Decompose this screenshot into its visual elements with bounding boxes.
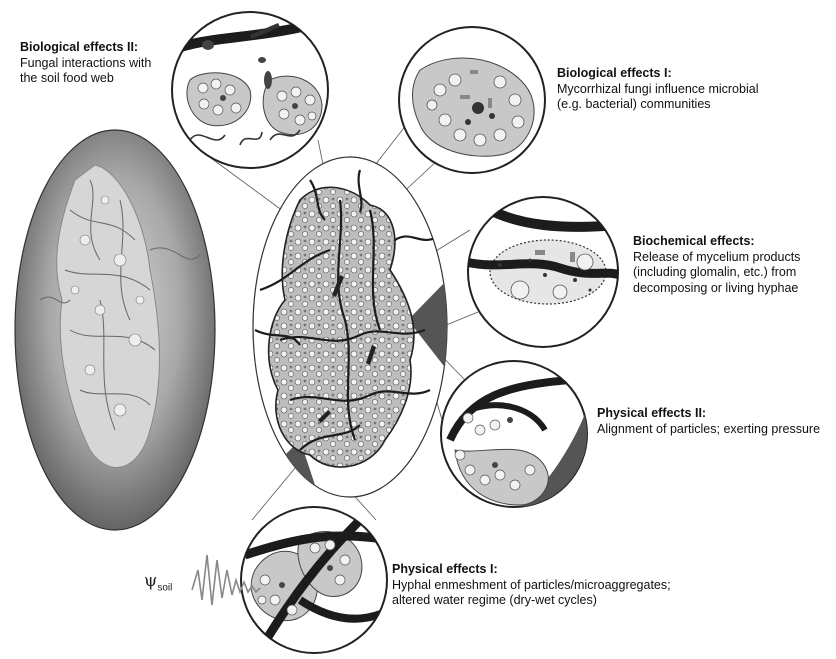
phys2-desc: Alignment of particles; exerting pressur… xyxy=(597,422,833,438)
biochem-desc: Release of mycelium products (including … xyxy=(633,250,833,297)
phys2-circle xyxy=(441,361,600,520)
phys2-title: Physical effects II: xyxy=(597,406,833,422)
phys1-circle xyxy=(241,507,390,653)
label-bio2: Biological effects II: Fungal interactio… xyxy=(20,40,200,87)
biochem-circle xyxy=(466,197,620,347)
psi-subscript: soil xyxy=(157,582,172,593)
phys1-desc: Hyphal enmeshment of particles/microaggr… xyxy=(392,578,692,609)
bio2-desc: Fungal interactions with the soil food w… xyxy=(20,56,200,87)
label-phys2: Physical effects II: Alignment of partic… xyxy=(597,406,833,437)
psi-symbol: ψ xyxy=(144,571,157,591)
biochem-title: Biochemical effects: xyxy=(633,234,833,250)
soil-water-potential-label: ψsoil xyxy=(144,571,172,593)
label-phys1: Physical effects I: Hyphal enmeshment of… xyxy=(392,562,692,609)
phys1-title: Physical effects I: xyxy=(392,562,692,578)
bio1-desc: Mycorrhizal fungi influence microbial (e… xyxy=(557,82,827,113)
sem-micrograph xyxy=(15,130,215,530)
central-aggregate xyxy=(253,157,447,500)
bio2-circle xyxy=(172,12,330,168)
bio2-title: Biological effects II: xyxy=(20,40,200,56)
bio1-title: Biological effects I: xyxy=(557,66,827,82)
label-biochem: Biochemical effects: Release of mycelium… xyxy=(633,234,833,296)
label-bio1: Biological effects I: Mycorrhizal fungi … xyxy=(557,66,827,113)
bio1-circle xyxy=(399,27,545,173)
